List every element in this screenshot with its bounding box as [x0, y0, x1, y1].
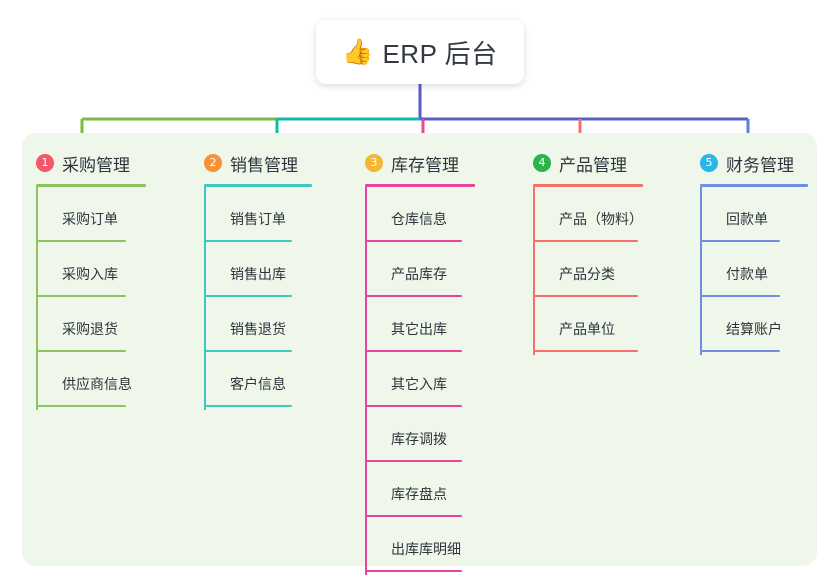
leaf-item-rule: [533, 295, 638, 297]
leaf-item-label: 库存调拨: [391, 431, 447, 447]
column-header-2[interactable]: 2 销售管理: [204, 144, 298, 182]
column-spine-1: [36, 187, 38, 410]
leaf-item-rule: [204, 350, 292, 352]
leaf-item-rule: [365, 570, 462, 572]
column-badge-4: 4: [533, 154, 551, 172]
column-1: 1 采购管理采购订单采购入库采购退货供应商信息: [36, 144, 146, 410]
thumbs-up-icon: 👍: [342, 37, 374, 66]
leaf-item[interactable]: 产品分类: [533, 242, 638, 297]
leaf-item-label: 销售订单: [230, 211, 286, 227]
root-node-label: ERP 后台: [382, 38, 498, 69]
leaf-item-label: 回款单: [726, 211, 768, 227]
leaf-item-label: 采购退货: [62, 321, 118, 337]
leaf-item[interactable]: 库存调拨: [365, 407, 462, 462]
leaf-item-rule: [365, 460, 462, 462]
leaf-item-rule: [700, 350, 780, 352]
leaf-item[interactable]: 其它出库: [365, 297, 462, 352]
column-3: 3 库存管理仓库信息产品库存其它出库其它入库库存调拨库存盘点出库库明细: [365, 144, 475, 575]
leaf-item-label: 采购入库: [62, 266, 118, 282]
column-2: 2 销售管理销售订单销售出库销售退货客户信息: [204, 144, 312, 410]
leaf-item-label: 采购订单: [62, 211, 118, 227]
leaf-item[interactable]: 销售订单: [204, 187, 292, 242]
leaf-item[interactable]: 客户信息: [204, 352, 292, 407]
root-node-content: 👍 ERP 后台: [342, 34, 497, 71]
leaf-item[interactable]: 库存盘点: [365, 462, 462, 517]
column-badge-1: 1: [36, 154, 54, 172]
leaf-item[interactable]: 付款单: [700, 242, 780, 297]
leaf-item[interactable]: 采购入库: [36, 242, 126, 297]
leaf-item[interactable]: 产品库存: [365, 242, 462, 297]
diagram-panel: [22, 133, 817, 566]
column-4: 4 产品管理产品（物料） 产品分类产品单位: [533, 144, 643, 355]
column-spine-2: [204, 187, 206, 410]
leaf-item-rule: [36, 295, 126, 297]
column-title-4: 产品管理: [559, 155, 627, 175]
leaf-item-rule: [36, 405, 126, 407]
column-header-rule-3: [365, 184, 475, 187]
leaf-item-label: 销售出库: [230, 266, 286, 282]
column-title-3: 库存管理: [391, 155, 459, 175]
leaf-item-label: 产品分类: [559, 266, 615, 282]
leaf-item[interactable]: 出库库明细: [365, 517, 462, 572]
column-header-1[interactable]: 1 采购管理: [36, 144, 130, 182]
leaf-item[interactable]: 回款单: [700, 187, 780, 242]
leaf-item-rule: [533, 240, 638, 242]
leaf-item-rule: [365, 350, 462, 352]
column-header-5[interactable]: 5 财务管理: [700, 144, 794, 182]
column-title-2: 销售管理: [230, 155, 298, 175]
leaf-item-rule: [36, 240, 126, 242]
leaf-item-rule: [204, 240, 292, 242]
leaf-item-rule: [700, 295, 780, 297]
leaf-item-label: 产品（物料）: [559, 211, 643, 227]
leaf-item-label: 库存盘点: [391, 486, 447, 502]
leaf-item-rule: [204, 405, 292, 407]
leaf-item[interactable]: 其它入库: [365, 352, 462, 407]
leaf-item[interactable]: 结算账户: [700, 297, 782, 352]
leaf-item-label: 其它入库: [391, 376, 447, 392]
column-badge-2: 2: [204, 154, 222, 172]
column-title-5: 财务管理: [726, 155, 794, 175]
leaf-item-label: 其它出库: [391, 321, 447, 337]
column-header-4[interactable]: 4 产品管理: [533, 144, 627, 182]
leaf-item-label: 销售退货: [230, 321, 286, 337]
leaf-item-rule: [204, 295, 292, 297]
leaf-item[interactable]: 采购订单: [36, 187, 126, 242]
column-header-rule-5: [700, 184, 808, 187]
leaf-item-label: 付款单: [726, 266, 768, 282]
leaf-item-label: 产品库存: [391, 266, 447, 282]
leaf-item[interactable]: 销售退货: [204, 297, 292, 352]
column-badge-3: 3: [365, 154, 383, 172]
leaf-item-rule: [365, 515, 462, 517]
leaf-item[interactable]: 采购退货: [36, 297, 126, 352]
column-header-rule-2: [204, 184, 312, 187]
column-5: 5 财务管理回款单付款单结算账户: [700, 144, 808, 355]
leaf-item[interactable]: 产品单位: [533, 297, 638, 352]
column-header-rule-1: [36, 184, 146, 187]
leaf-item[interactable]: 仓库信息: [365, 187, 462, 242]
column-header-3[interactable]: 3 库存管理: [365, 144, 459, 182]
column-badge-5: 5: [700, 154, 718, 172]
leaf-item-rule: [36, 350, 126, 352]
column-spine-5: [700, 187, 702, 355]
column-title-1: 采购管理: [62, 155, 130, 175]
leaf-item-label: 结算账户: [726, 321, 782, 337]
leaf-item-rule: [700, 240, 780, 242]
column-spine-4: [533, 187, 535, 355]
leaf-item-label: 出库库明细: [391, 541, 461, 557]
leaf-item-rule: [533, 350, 638, 352]
leaf-item-label: 客户信息: [230, 376, 286, 392]
leaf-item-label: 仓库信息: [391, 211, 447, 227]
leaf-item[interactable]: 供应商信息: [36, 352, 132, 407]
leaf-item[interactable]: 产品（物料）: [533, 187, 643, 242]
leaf-item[interactable]: 销售出库: [204, 242, 292, 297]
leaf-item-label: 产品单位: [559, 321, 615, 337]
leaf-item-rule: [365, 295, 462, 297]
leaf-item-label: 供应商信息: [62, 376, 132, 392]
column-spine-3: [365, 187, 367, 575]
root-node[interactable]: 👍 ERP 后台: [316, 20, 524, 84]
column-header-rule-4: [533, 184, 643, 187]
leaf-item-rule: [365, 240, 462, 242]
leaf-item-rule: [365, 405, 462, 407]
